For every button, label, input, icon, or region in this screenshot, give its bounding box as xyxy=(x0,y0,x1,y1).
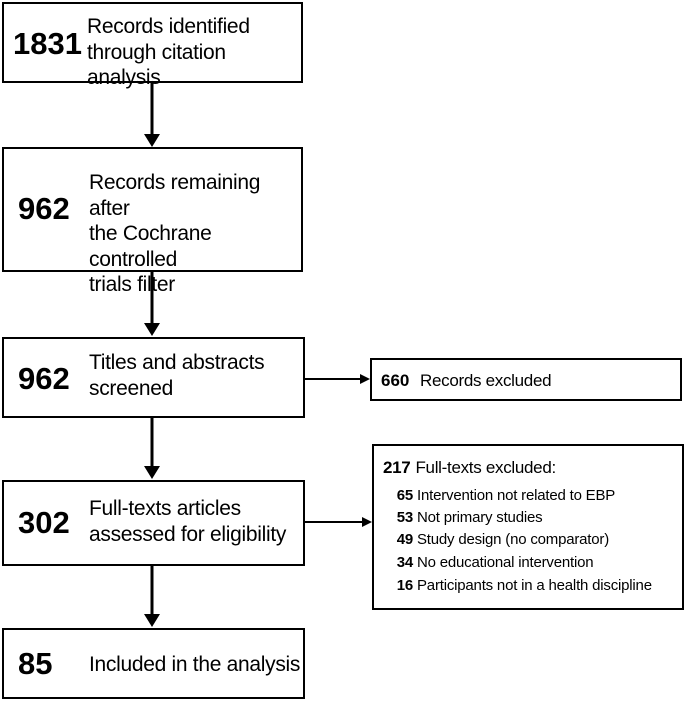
stage-label: Titles and abstracts screened xyxy=(89,350,265,401)
arrow-to-records-excluded-head xyxy=(360,374,370,384)
reason-label: Intervention not related to EBP xyxy=(417,487,616,504)
excluded-count: 660 xyxy=(381,371,410,390)
reason-label: No educational intervention xyxy=(417,554,594,571)
stage-count: 85 xyxy=(18,646,53,681)
label-line: Records remaining after xyxy=(89,171,261,220)
stage-label: Full-texts articles assessed for eligibi… xyxy=(89,496,286,547)
arrow-to-fulltexts-excluded-head xyxy=(362,517,372,527)
label-line: through citation analysis xyxy=(87,40,226,90)
stage-count: 962 xyxy=(18,361,70,396)
label-line: Titles and abstracts xyxy=(89,351,265,374)
stage-count: 302 xyxy=(18,505,70,540)
stage-label: Records identified through citation anal… xyxy=(87,14,301,91)
reason-label: Not primary studies xyxy=(417,509,543,526)
label-line: Records identified xyxy=(87,15,250,38)
stage-included: 85 Included in the analysis xyxy=(2,628,305,699)
label-line: assessed for eligibility xyxy=(89,522,287,546)
label-line: Full-texts articles xyxy=(89,497,241,520)
records-excluded-box: 660 Records excluded xyxy=(370,358,682,401)
excluded-label: Records excluded xyxy=(420,371,552,390)
stage-after-filter: 962 Records remaining after the Cochrane… xyxy=(2,147,303,296)
reason-count: 65 xyxy=(396,487,413,504)
label-line: the Cochrane controlled xyxy=(89,222,212,271)
stage-identified: 1831 Records identified through citation… xyxy=(2,2,303,89)
reason-count: 34 xyxy=(396,554,413,571)
reason-count: 16 xyxy=(396,577,413,594)
stage-count: 962 xyxy=(18,191,70,226)
reason-count: 53 xyxy=(396,509,413,526)
stage-eligibility: 302 Full-texts articles assessed for eli… xyxy=(2,480,305,566)
stage-label: Included in the analysis xyxy=(89,652,300,678)
arrow-4-to-5-head xyxy=(144,614,160,627)
stage-count: 1831 xyxy=(13,26,82,61)
reason-label: Participants not in a health discipline xyxy=(417,577,652,594)
arrow-1-to-2-head xyxy=(144,134,160,147)
arrow-3-to-4-head xyxy=(144,466,160,479)
arrow-2-to-3-head xyxy=(144,323,160,336)
label-line: screened xyxy=(89,376,173,400)
reason-count: 49 xyxy=(396,531,413,548)
label-line: Included in the analysis xyxy=(89,653,301,676)
fulltexts-excluded-label: Full-texts excluded: xyxy=(415,458,556,477)
reason-label: Study design (no comparator) xyxy=(417,531,610,548)
stage-label: Records remaining after the Cochrane con… xyxy=(89,170,301,298)
stage-screened: 962 Titles and abstracts screened xyxy=(2,337,305,418)
label-line: trials filter xyxy=(89,273,175,297)
fulltexts-excluded-count: 217 xyxy=(383,458,411,477)
